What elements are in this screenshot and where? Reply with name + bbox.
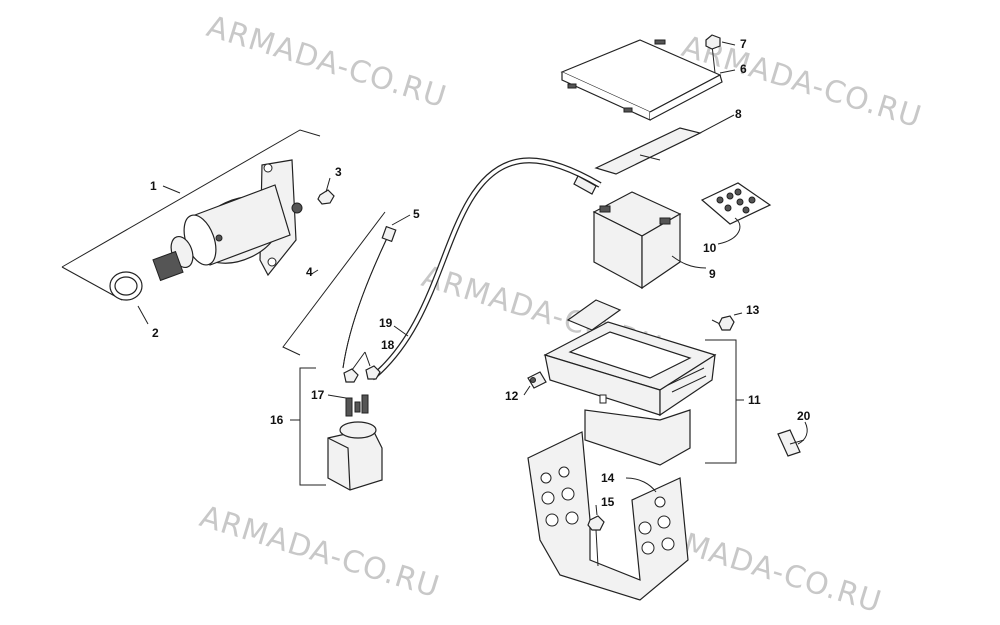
bolt-15 (587, 515, 605, 567)
callout-12: 12 (505, 389, 519, 403)
callout-2: 2 (152, 326, 159, 340)
o-ring (109, 271, 143, 301)
callout-11: 11 (748, 393, 761, 407)
callout-10: 10 (703, 241, 717, 255)
battery-bracket (527, 431, 689, 601)
callout-8: 8 (735, 107, 742, 121)
callout-9: 9 (709, 267, 716, 281)
battery-tray (543, 299, 737, 466)
battery-cable (370, 157, 602, 381)
starter-solenoid (299, 365, 383, 491)
callout-4: 4 (306, 265, 313, 279)
hardware-kit (700, 182, 772, 225)
screw-13 (711, 315, 735, 331)
callout-6: 6 (740, 62, 747, 76)
callout-19: 19 (379, 316, 393, 330)
clip-12 (527, 371, 547, 389)
nut-3 (317, 189, 335, 205)
callout-7: 7 (740, 37, 747, 51)
starter-cable (282, 211, 397, 369)
battery (592, 191, 682, 290)
leader-lines (137, 41, 808, 516)
callout-16: 16 (270, 413, 284, 427)
callout-1: 1 (150, 179, 157, 193)
callout-15: 15 (601, 495, 615, 509)
callout-13: 13 (746, 303, 760, 317)
callout-3: 3 (335, 165, 342, 179)
clip-20 (777, 429, 805, 457)
starter-motor (61, 129, 321, 301)
battery-cover (560, 34, 723, 121)
watermark: ARMADA-CO.RU (196, 499, 444, 605)
battery-strap (594, 127, 702, 175)
callout-14: 14 (601, 471, 615, 485)
callout-20: 20 (797, 409, 811, 423)
callout-18: 18 (381, 338, 395, 352)
callout-numbers: 1 2 3 4 5 6 7 8 9 10 11 12 13 14 15 16 1… (150, 37, 811, 509)
callout-17: 17 (311, 388, 325, 402)
watermark: ARMADA-CO.RU (203, 9, 451, 115)
callout-5: 5 (413, 207, 420, 221)
